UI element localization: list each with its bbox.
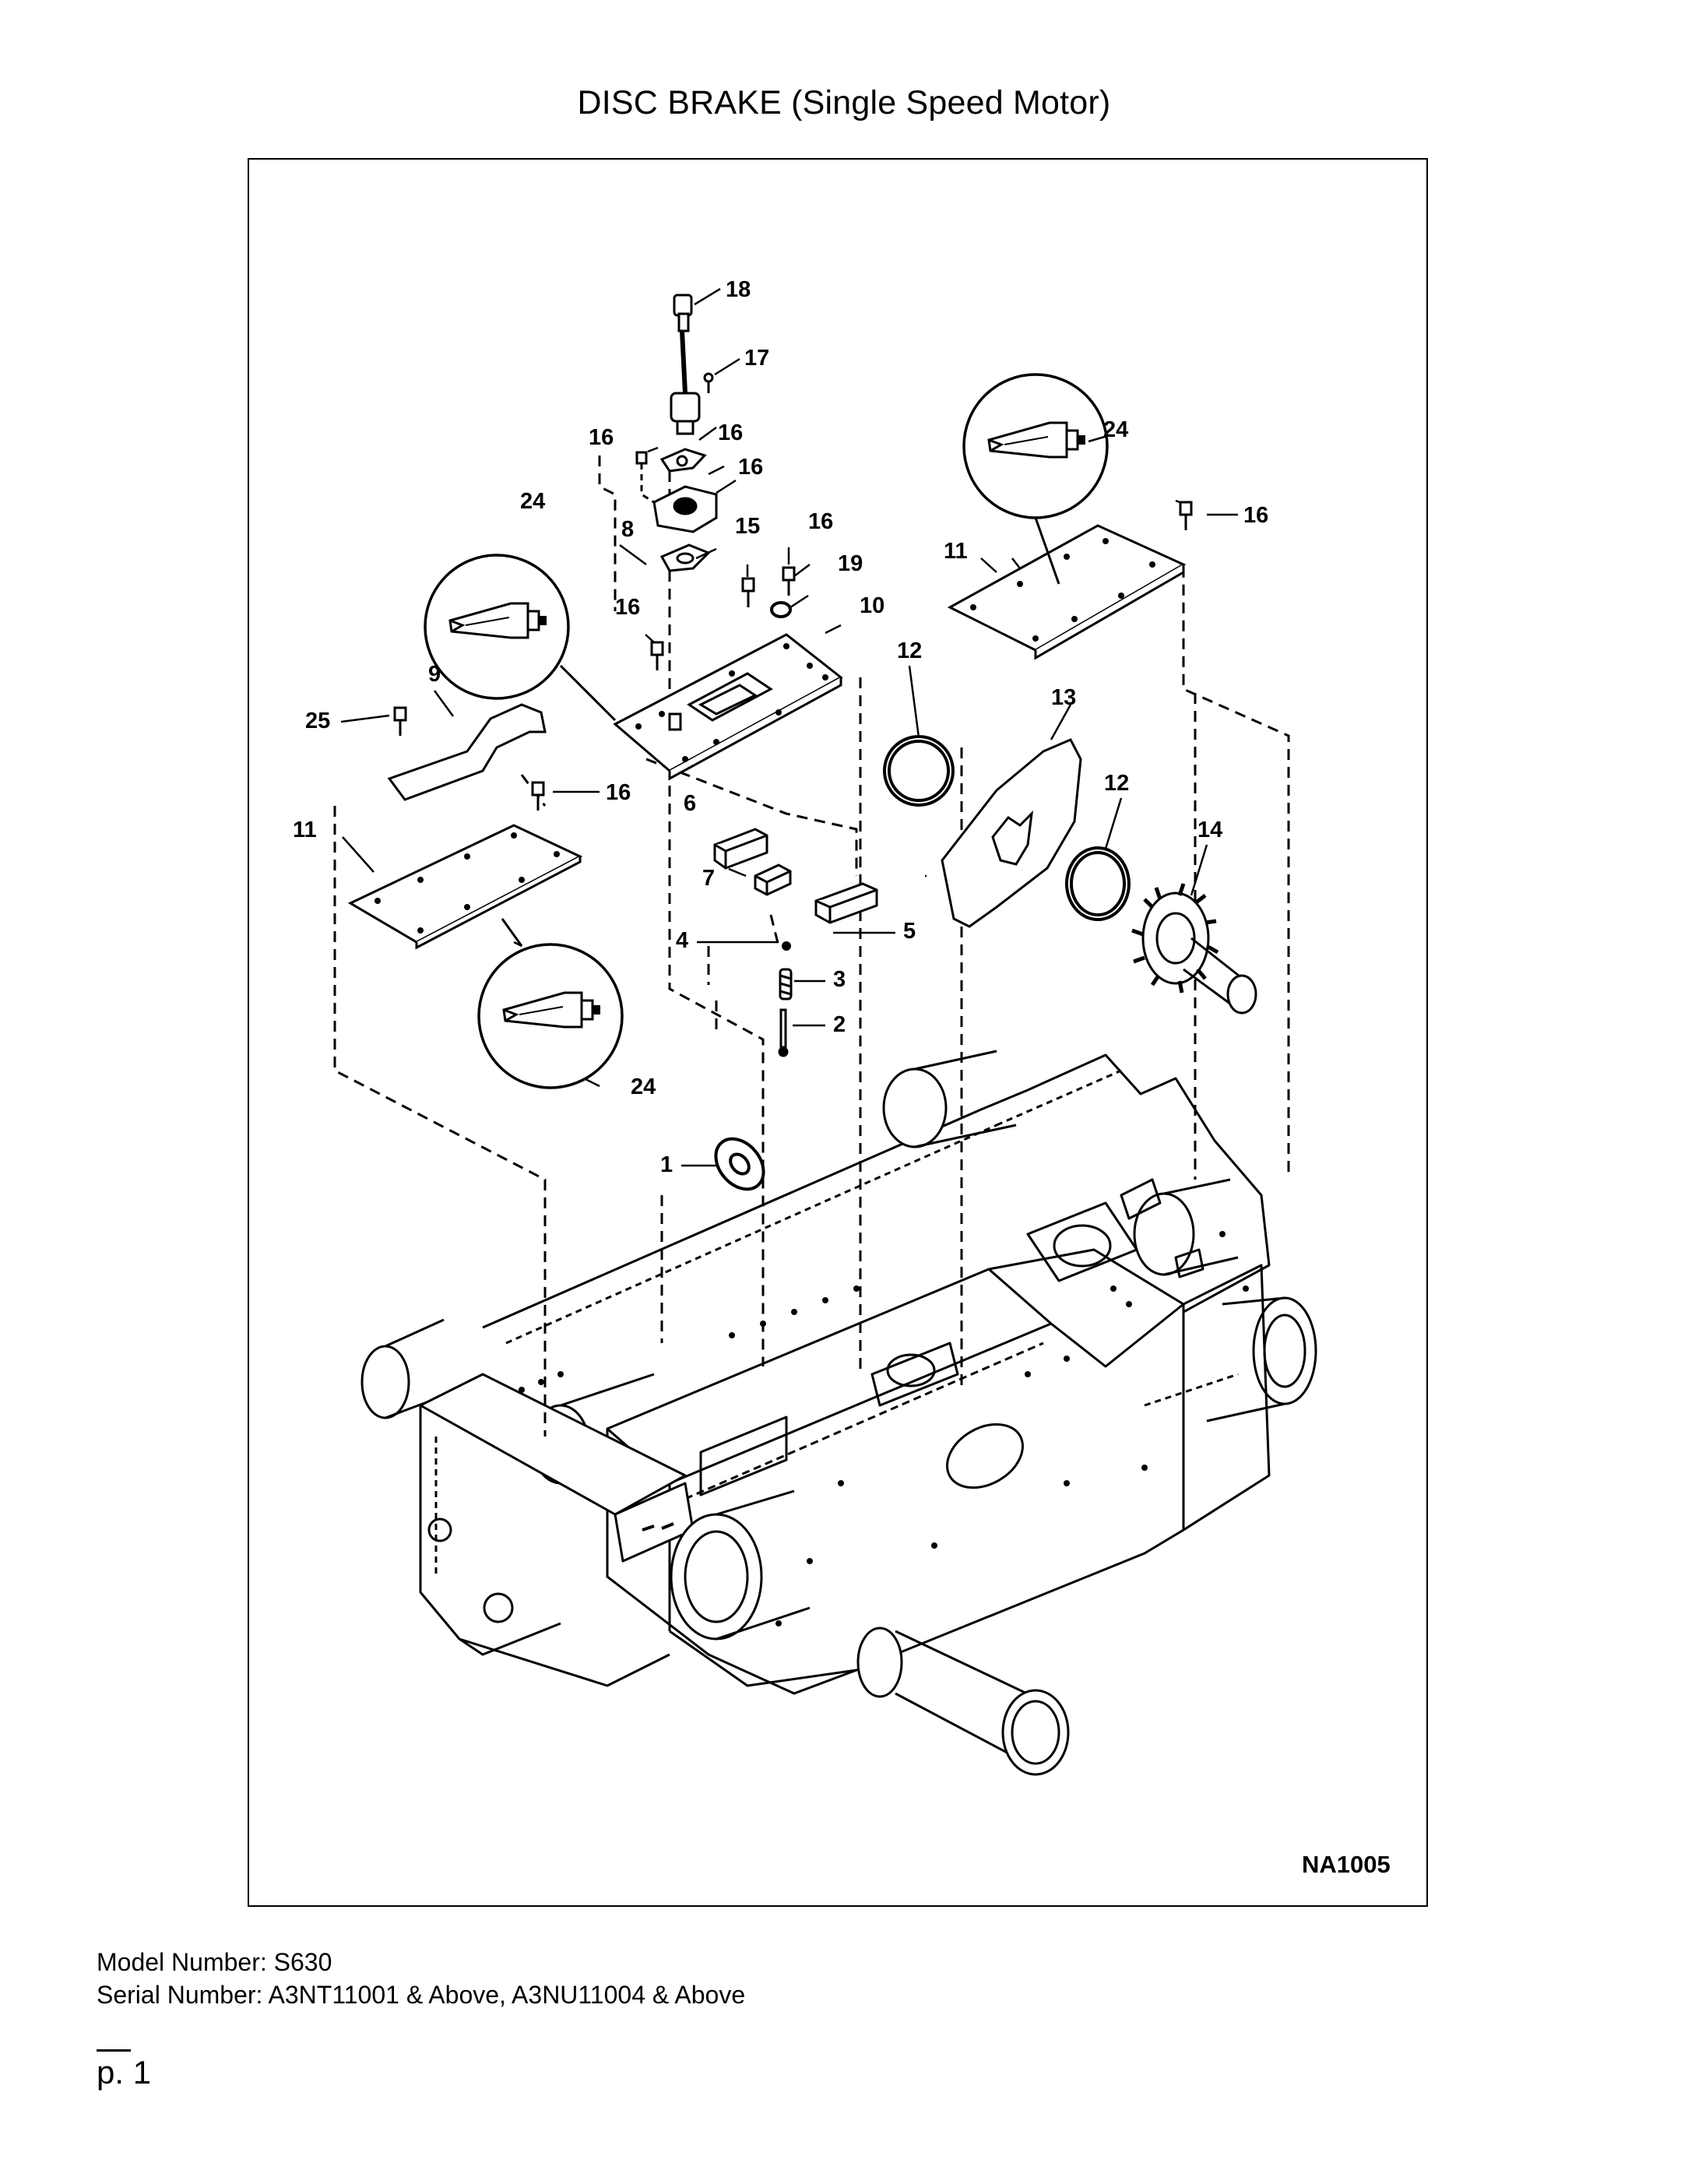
grease-tube-icon xyxy=(962,373,1109,585)
callout-16-c: 16 xyxy=(606,780,631,805)
callout-11-a: 11 xyxy=(944,539,968,564)
part-22-speed-sensor xyxy=(670,392,701,435)
part-12-snap-ring-lower xyxy=(1065,846,1131,921)
callout-24-b: 24 xyxy=(1103,417,1128,442)
part-11-cover-plate-left xyxy=(347,824,583,950)
part-16-bolt-a xyxy=(650,641,664,670)
callout-21: 16 xyxy=(718,420,743,445)
callout-18: 16 xyxy=(808,509,833,534)
part-15-bolt xyxy=(741,577,755,607)
callout-22: 17 xyxy=(744,346,769,371)
callout-23: 18 xyxy=(726,277,751,302)
callout-4: 4 xyxy=(676,928,688,953)
part-6-brake-pad xyxy=(713,828,768,870)
part-23-wire-connector xyxy=(673,294,693,394)
callout-24-a: 24 xyxy=(520,489,545,514)
part-2-pin xyxy=(778,1008,789,1057)
callout-6: 6 xyxy=(684,791,696,816)
part-21-gasket xyxy=(659,448,707,473)
part-13-brake-disc xyxy=(941,738,1082,928)
callout-1: 1 xyxy=(660,1152,673,1177)
callout-8: 8 xyxy=(621,517,634,542)
part-1-washer xyxy=(714,1137,765,1191)
part-16-bolt-c xyxy=(1179,501,1193,530)
part-4-ball xyxy=(782,941,791,951)
part-22-screw xyxy=(703,372,714,393)
part-14-shaft-gear xyxy=(1131,883,1257,1015)
exploded-parts-diagram: 18 17 16 16 16 16 15 19 10 8 16 24 24 16… xyxy=(293,277,1391,1878)
part-3-spring xyxy=(779,968,793,1001)
part-20-sensor-housing xyxy=(652,485,718,533)
part-7-brake-pad xyxy=(754,863,792,896)
callout-17: 19 xyxy=(838,551,863,576)
leader-lines xyxy=(340,287,1238,1167)
chassis-housing xyxy=(360,1050,1317,1776)
callout-20: 16 xyxy=(738,455,763,480)
callout-13: 13 xyxy=(1051,685,1076,710)
part-19-bolt xyxy=(635,451,655,504)
callout-16-b: 16 xyxy=(1243,503,1268,528)
callout-3: 3 xyxy=(833,967,846,992)
callout-14: 14 xyxy=(1197,818,1222,842)
callout-12-a: 12 xyxy=(897,638,922,663)
page-divider xyxy=(97,2049,131,2052)
figure-code: NA1005 xyxy=(1302,1851,1391,1878)
callout-5: 5 xyxy=(903,919,916,944)
part-5-brake-pad xyxy=(814,882,878,924)
callout-10: 10 xyxy=(860,593,884,618)
callout-7: 7 xyxy=(702,866,715,891)
callout-9: 9 xyxy=(428,662,441,687)
part-11-cover-plate-right xyxy=(947,524,1187,660)
callout-15: 15 xyxy=(735,514,760,539)
part-25-bolt xyxy=(393,706,407,736)
part-16-bolt-b xyxy=(531,781,545,811)
diagram-frame: 18 17 16 16 16 16 15 19 10 8 16 24 24 16… xyxy=(248,158,1428,1907)
callout-12-b: 12 xyxy=(1104,771,1129,796)
part-9-bracket xyxy=(387,703,547,801)
part-8-o-ring xyxy=(659,543,711,572)
serial-number: Serial Number: A3NT11001 & Above, A3NU11… xyxy=(97,1981,746,2009)
callout-25: 25 xyxy=(305,709,330,733)
callout-labels: 18 17 16 16 16 16 15 19 10 8 16 24 24 16… xyxy=(293,277,1391,1878)
part-12-snap-ring-upper xyxy=(883,735,955,807)
page-number: p. 1 xyxy=(97,2054,152,2091)
model-number: Model Number: S630 xyxy=(97,1948,332,1976)
page-title: DISC BRAKE (Single Speed Motor) xyxy=(577,84,1111,121)
callout-19: 16 xyxy=(589,425,614,450)
callout-16-a: 16 xyxy=(615,595,640,620)
grease-tube-icon xyxy=(477,918,624,1089)
part-10-cover-plate xyxy=(613,633,843,781)
part-18-bolt xyxy=(782,566,796,596)
part-17-washer xyxy=(770,601,792,618)
callout-24-c: 24 xyxy=(631,1074,656,1099)
callout-2: 2 xyxy=(833,1012,846,1037)
grease-tube-icon xyxy=(424,554,617,722)
callout-11-b: 11 xyxy=(293,818,317,842)
